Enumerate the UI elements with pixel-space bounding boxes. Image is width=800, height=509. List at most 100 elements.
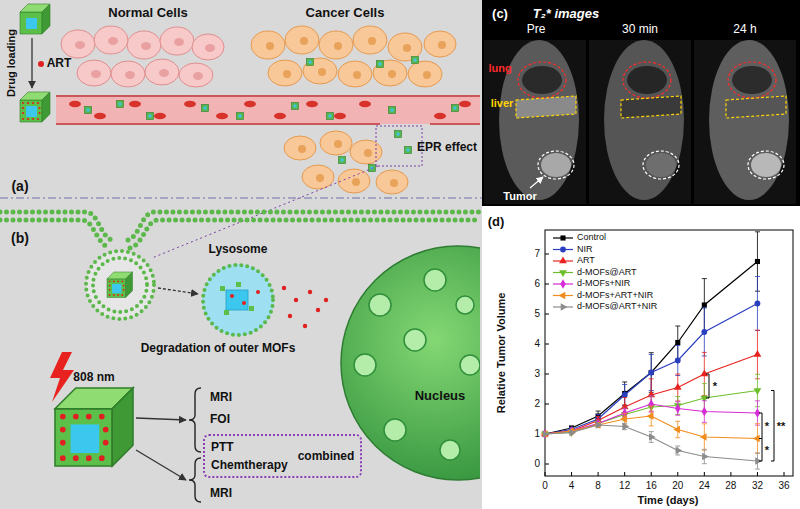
label-text: Time (days) [638, 494, 699, 507]
node-text: combined [298, 447, 355, 465]
circle-shape [303, 324, 307, 328]
use-shape [405, 147, 412, 154]
path-shape [673, 426, 680, 434]
line-shape [651, 472, 652, 476]
circle-shape [352, 178, 360, 186]
legend-text: d-MOFs@ART+NIR [577, 302, 657, 312]
label-text: * [765, 419, 769, 432]
circle-shape [298, 145, 306, 153]
circle-shape [424, 269, 446, 291]
circle-shape [353, 71, 361, 79]
label-text: 4 [569, 480, 575, 492]
use-shape [452, 105, 459, 112]
path-shape [755, 301, 761, 307]
path-shape [702, 308, 707, 356]
path-shape [754, 388, 762, 395]
line-shape [136, 450, 186, 480]
line-shape [730, 472, 731, 476]
rect-shape [484, 40, 586, 204]
g-shape [538, 151, 784, 179]
g-shape [543, 421, 762, 469]
line-shape [545, 344, 549, 345]
ellipse-shape [353, 26, 387, 54]
circle-shape [93, 258, 147, 312]
ellipse-shape [303, 58, 337, 84]
circle-shape [334, 42, 342, 50]
use-shape [237, 113, 244, 120]
path-shape [675, 402, 680, 416]
label-text: 36 [778, 480, 789, 492]
node-text: Nucleus [415, 388, 466, 403]
use-shape [412, 57, 419, 64]
path-shape [622, 392, 628, 398]
circle-shape [202, 264, 274, 336]
path-shape [569, 429, 576, 437]
ellipse-shape [302, 165, 334, 189]
circle-shape [318, 68, 326, 76]
use-shape [85, 107, 92, 114]
line-shape [545, 284, 549, 285]
rect-shape [224, 310, 229, 315]
label-text: 7 [534, 248, 540, 260]
line-shape [0, 197, 482, 198]
ellipse-shape [111, 61, 145, 87]
path-shape [560, 279, 565, 288]
circle-shape [316, 308, 320, 312]
ellipse-shape [518, 62, 566, 98]
ellipse-shape [69, 101, 81, 107]
line-shape [677, 472, 678, 476]
path-shape [561, 303, 568, 311]
label-text: (d) [488, 215, 505, 230]
circle-shape [403, 44, 411, 52]
label-text: * [765, 443, 769, 456]
rect-shape [482, 0, 800, 206]
ellipse-shape [373, 60, 407, 86]
path-shape [702, 453, 709, 461]
circle-shape [384, 419, 406, 441]
label-text: 28 [725, 480, 736, 492]
ellipse-shape [127, 31, 161, 59]
use-shape [339, 157, 346, 164]
ellipse-shape [748, 151, 784, 179]
label-text: ART [47, 57, 72, 71]
label-text: 32 [752, 480, 763, 492]
g-shape [220, 282, 254, 315]
label-text: 24 [699, 480, 710, 492]
ellipse-shape [125, 71, 135, 79]
use-shape [109, 280, 125, 295]
ellipse-shape [61, 30, 95, 58]
line-shape [545, 254, 549, 255]
rect-shape [545, 230, 793, 476]
use-shape [147, 113, 154, 120]
ellipse-shape [338, 61, 372, 87]
ellipse-shape [179, 63, 213, 87]
path-shape [702, 401, 707, 423]
polygon-shape [726, 96, 786, 118]
circle-shape [438, 41, 446, 49]
path-shape [675, 346, 680, 376]
circle-shape [369, 294, 391, 316]
ellipse-shape [350, 140, 382, 164]
path-shape [648, 370, 654, 376]
ellipse-shape [141, 42, 151, 50]
path-shape [56, 123, 480, 125]
path-shape [755, 277, 760, 331]
ellipse-shape [193, 72, 203, 80]
path-shape [545, 425, 757, 461]
ellipse-shape [184, 101, 196, 107]
label-text: 8 [595, 480, 601, 492]
circle-shape [256, 290, 260, 294]
use-shape [55, 388, 133, 466]
label-text: 0 [542, 480, 548, 492]
circle-shape [364, 149, 372, 157]
ellipse-shape [285, 26, 319, 54]
legend-text: NIR [577, 245, 593, 255]
path-shape [675, 358, 681, 364]
path-shape [559, 270, 567, 277]
circle-shape [423, 71, 431, 79]
legend-text: d-MOFs+ART+NIR [577, 291, 653, 301]
polygon-shape [726, 96, 786, 118]
use-shape [389, 107, 396, 114]
ellipse-shape [94, 113, 106, 119]
line-shape [571, 472, 572, 476]
